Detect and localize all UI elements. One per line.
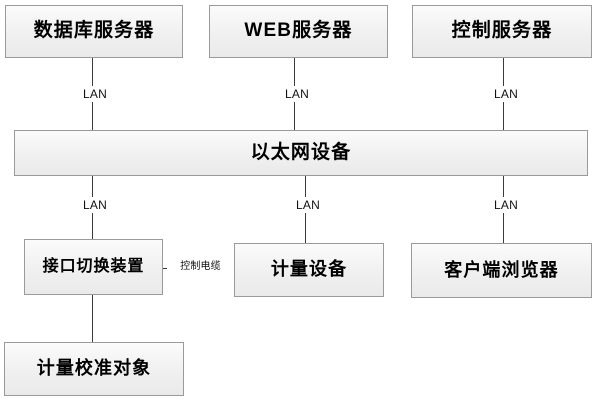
node-database-server[interactable]: 数据库服务器 — [5, 5, 183, 58]
node-label-metering-device: 计量设备 — [270, 259, 348, 280]
node-label-calibration-object: 计量校准对象 — [36, 358, 152, 379]
node-label-interface-switch: 接口切换装置 — [42, 258, 145, 276]
node-control-server[interactable]: 控制服务器 — [412, 5, 592, 58]
edge-label-lan-client-browser: LAN — [485, 197, 527, 213]
node-web-server[interactable]: WEB服务器 — [209, 5, 388, 58]
node-label-database-server: 数据库服务器 — [33, 20, 155, 42]
edge-label-lan-database: LAN — [74, 86, 116, 102]
edge-label-lan-metering: LAN — [287, 197, 329, 213]
connector-interface-switch-to-calibration — [92, 295, 93, 342]
node-label-web-server: WEB服务器 — [244, 20, 353, 42]
edge-label-text: LAN — [82, 198, 108, 212]
node-label-ethernet-device: 以太网设备 — [250, 141, 352, 163]
edge-label-text: LAN — [493, 198, 519, 212]
edge-label-text: LAN — [284, 87, 310, 101]
node-ethernet-device[interactable]: 以太网设备 — [14, 130, 588, 176]
node-interface-switch[interactable]: 接口切换装置 — [24, 239, 163, 295]
edge-label-lan-control: LAN — [485, 86, 527, 102]
edge-label-control-cable: 控制电缆 — [167, 261, 234, 273]
edge-label-text: LAN — [493, 87, 519, 101]
edge-label-text: 控制电缆 — [180, 261, 221, 272]
node-label-control-server: 控制服务器 — [451, 20, 553, 42]
node-label-client-browser: 客户端浏览器 — [444, 259, 559, 280]
edge-label-lan-web: LAN — [276, 86, 318, 102]
edge-label-lan-interface-switch: LAN — [74, 197, 116, 213]
edge-label-text: LAN — [82, 87, 108, 101]
node-metering-device[interactable]: 计量设备 — [234, 243, 384, 297]
node-client-browser[interactable]: 客户端浏览器 — [411, 243, 592, 298]
edge-label-text: LAN — [295, 198, 321, 212]
node-calibration-object[interactable]: 计量校准对象 — [4, 342, 184, 396]
